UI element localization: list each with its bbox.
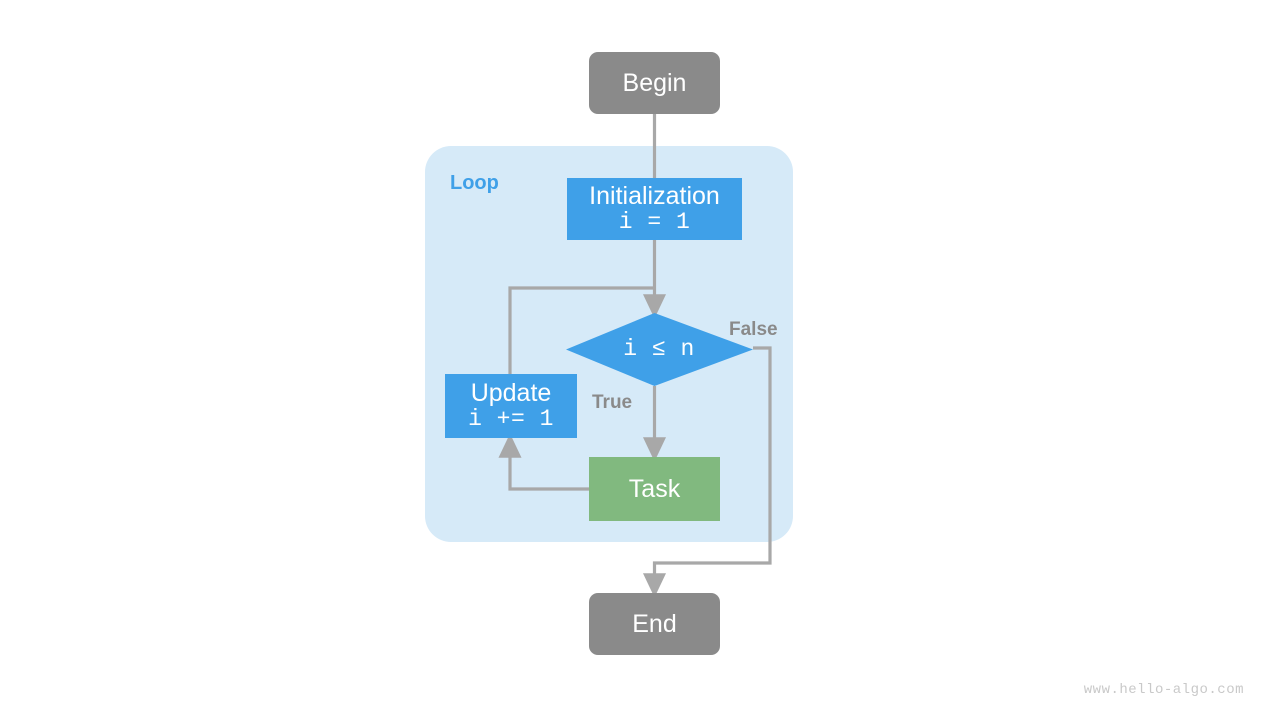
node-initialization[interactable]: [567, 178, 742, 240]
edge-task-to-update: [498, 433, 589, 491]
node-begin[interactable]: [589, 52, 720, 114]
edge-update-to-condition: [508, 286, 655, 374]
edge-label-true: True: [592, 392, 633, 413]
node-condition[interactable]: [566, 313, 753, 386]
edge-label-false: False: [729, 319, 778, 340]
node-task[interactable]: [589, 457, 720, 521]
watermark: www.hello-algo.com: [1083, 682, 1244, 698]
loop-group-label: Loop: [450, 172, 499, 194]
node-end[interactable]: [589, 593, 720, 655]
edge-condition-to-end-false: [642, 346, 772, 598]
node-update[interactable]: [445, 374, 577, 438]
